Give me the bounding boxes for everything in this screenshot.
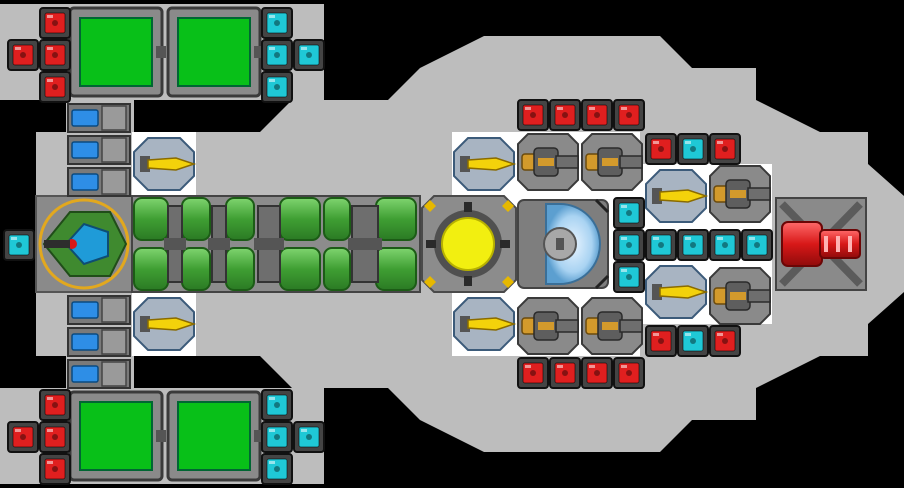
armor-block[interactable] bbox=[709, 325, 741, 357]
missile-launcher[interactable] bbox=[453, 137, 517, 191]
shield-block[interactable] bbox=[677, 133, 709, 165]
engine-trunk[interactable] bbox=[131, 195, 421, 293]
engine-segment[interactable] bbox=[375, 197, 417, 291]
armor-block[interactable] bbox=[39, 389, 71, 421]
engine-coupling bbox=[348, 205, 382, 283]
shield-block[interactable] bbox=[677, 229, 709, 261]
engine-segment[interactable] bbox=[279, 197, 321, 291]
hangar-bay[interactable] bbox=[68, 390, 166, 482]
cannon-turret[interactable] bbox=[709, 267, 771, 325]
shield-block[interactable] bbox=[613, 261, 645, 293]
thruster[interactable] bbox=[67, 359, 131, 389]
armor-block[interactable] bbox=[39, 71, 71, 103]
armor-block[interactable] bbox=[39, 7, 71, 39]
shield-block[interactable] bbox=[613, 197, 645, 229]
armor-block[interactable] bbox=[645, 133, 677, 165]
armor-block[interactable] bbox=[7, 421, 39, 453]
thruster[interactable] bbox=[67, 167, 131, 197]
hangar-bay[interactable] bbox=[166, 390, 264, 482]
cockpit[interactable] bbox=[35, 195, 133, 293]
cannon-turret[interactable] bbox=[517, 133, 579, 191]
cannon-turret[interactable] bbox=[709, 165, 771, 223]
missile-launcher[interactable] bbox=[645, 169, 709, 223]
thrusters bbox=[67, 103, 131, 389]
shield-block[interactable] bbox=[261, 71, 293, 103]
thruster[interactable] bbox=[67, 327, 131, 357]
armor-block[interactable] bbox=[549, 99, 581, 131]
thruster[interactable] bbox=[67, 135, 131, 165]
shield-block[interactable] bbox=[261, 453, 293, 485]
missile-launcher[interactable] bbox=[133, 137, 197, 191]
engine-segment[interactable] bbox=[323, 197, 351, 291]
cannon-turret[interactable] bbox=[581, 133, 643, 191]
armor-block[interactable] bbox=[581, 357, 613, 389]
armor-blocks bbox=[7, 7, 741, 485]
hangar-bay[interactable] bbox=[166, 6, 264, 98]
armor-block[interactable] bbox=[7, 39, 39, 71]
armor-block[interactable] bbox=[517, 99, 549, 131]
engine-coupling bbox=[164, 205, 186, 283]
cannon-turret[interactable] bbox=[581, 297, 643, 355]
missile-launcher[interactable] bbox=[645, 265, 709, 319]
cannon-turrets bbox=[517, 133, 771, 355]
engine-segment[interactable] bbox=[133, 197, 169, 291]
missile-launcher[interactable] bbox=[453, 297, 517, 351]
hangar-bays bbox=[68, 6, 264, 482]
armor-block[interactable] bbox=[549, 357, 581, 389]
shield-block[interactable] bbox=[293, 39, 325, 71]
shield-block[interactable] bbox=[293, 421, 325, 453]
shield-block[interactable] bbox=[613, 229, 645, 261]
reactor-core[interactable] bbox=[421, 195, 517, 293]
cannon-turret[interactable] bbox=[517, 297, 579, 355]
armor-block[interactable] bbox=[613, 357, 645, 389]
engine-coupling bbox=[254, 205, 284, 283]
shield-block[interactable] bbox=[261, 39, 293, 71]
shield-block[interactable] bbox=[645, 229, 677, 261]
armor-block[interactable] bbox=[517, 357, 549, 389]
plasma-cannon[interactable] bbox=[775, 197, 867, 291]
shield-block[interactable] bbox=[261, 421, 293, 453]
missile-launchers bbox=[133, 137, 709, 351]
armor-block[interactable] bbox=[39, 421, 71, 453]
armor-block[interactable] bbox=[645, 325, 677, 357]
armor-block[interactable] bbox=[613, 99, 645, 131]
armor-block[interactable] bbox=[709, 133, 741, 165]
shield-block[interactable] bbox=[677, 325, 709, 357]
shield-block[interactable] bbox=[709, 229, 741, 261]
shield-blocks bbox=[3, 7, 773, 485]
shield-block[interactable] bbox=[261, 389, 293, 421]
shield-block[interactable] bbox=[741, 229, 773, 261]
thruster[interactable] bbox=[67, 295, 131, 325]
armor-block[interactable] bbox=[39, 453, 71, 485]
thruster[interactable] bbox=[67, 103, 131, 133]
shield-generator[interactable] bbox=[517, 198, 610, 290]
armor-block[interactable] bbox=[581, 99, 613, 131]
engine-segment[interactable] bbox=[225, 197, 255, 291]
shield-block[interactable] bbox=[3, 229, 35, 261]
missile-launcher[interactable] bbox=[133, 297, 197, 351]
shield-block[interactable] bbox=[261, 7, 293, 39]
armor-block[interactable] bbox=[39, 39, 71, 71]
hangar-bay[interactable] bbox=[68, 6, 166, 98]
engine-coupling bbox=[208, 205, 230, 283]
